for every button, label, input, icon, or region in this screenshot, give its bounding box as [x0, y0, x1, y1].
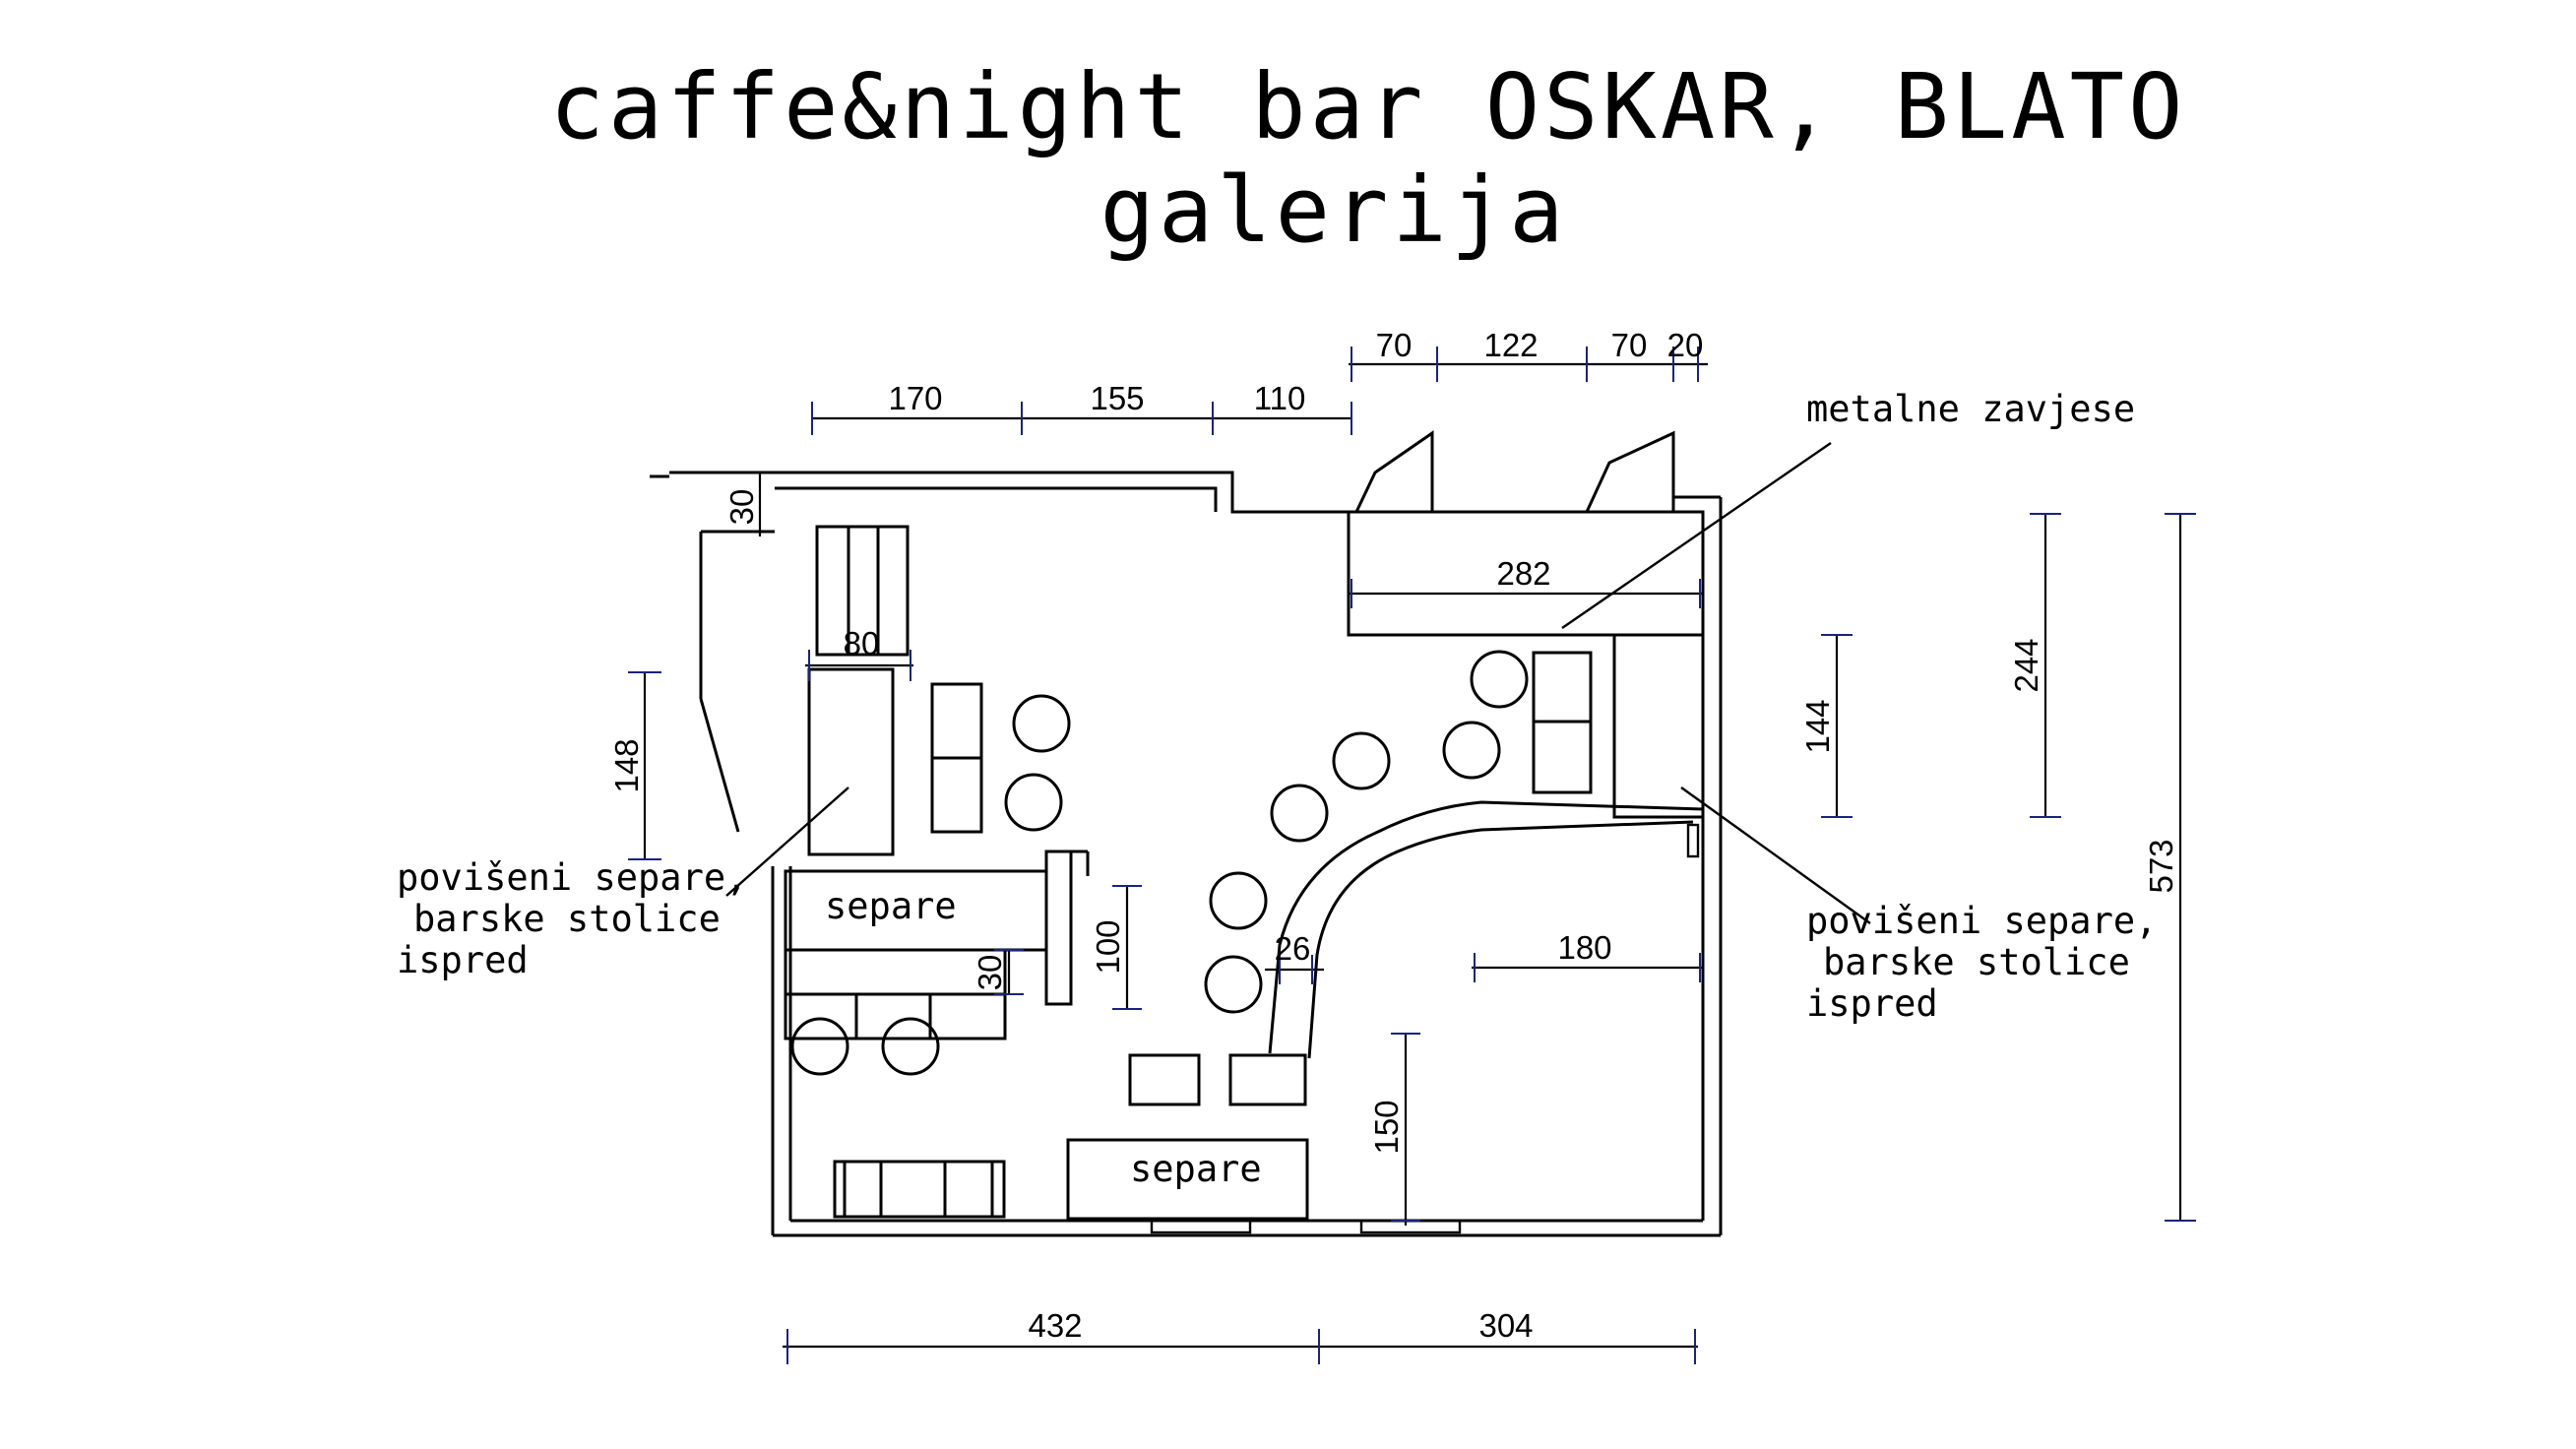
walls [650, 430, 1723, 1237]
bar-counter [1204, 510, 1705, 1059]
dim-110: 110 [1254, 380, 1306, 416]
dim-150: 150 [1368, 1100, 1405, 1154]
plan-subtitle: galerija [1100, 158, 1567, 263]
dim-170: 170 [888, 380, 942, 416]
dim-30-top: 30 [723, 489, 760, 526]
right-note-line-3: ispred [1806, 982, 1938, 1025]
dim-30-mid: 30 [972, 955, 1008, 991]
dim-144: 144 [1799, 699, 1836, 753]
dim-70b: 70 [1611, 327, 1648, 363]
left-note-line-3: ispred [397, 939, 529, 981]
dim-70a: 70 [1376, 327, 1413, 363]
left-note-line-2: barske stolice [413, 898, 721, 940]
dim-282: 282 [1496, 555, 1550, 592]
dim-20: 20 [1667, 327, 1704, 363]
right-note-line-2: barske stolice [1823, 941, 2130, 983]
dimension-values: 170 155 110 70 122 70 20 30 80 148 282 1… [608, 327, 2179, 1344]
dim-148: 148 [608, 738, 645, 792]
dim-432: 432 [1028, 1307, 1082, 1344]
dim-100: 100 [1090, 919, 1126, 974]
separe-label-lower: separe [1130, 1148, 1262, 1190]
left-furniture [784, 525, 1309, 1221]
dim-304: 304 [1478, 1307, 1533, 1344]
metal-curtains-label: metalne zavjese [1806, 388, 2135, 430]
left-note: povišeni separe, barske stolice ispred [397, 787, 849, 981]
dim-244: 244 [2008, 638, 2044, 692]
dim-155: 155 [1090, 380, 1144, 416]
left-note-line-1: povišeni separe, [397, 856, 747, 899]
dim-122: 122 [1483, 327, 1538, 363]
right-note: povišeni separe, barske stolice ispred [1680, 787, 2157, 1025]
dim-80: 80 [844, 625, 880, 662]
right-note-line-1: povišeni separe, [1806, 900, 2157, 942]
plan-title: caffe&night bar OSKAR, BLATO [550, 54, 2187, 159]
dim-573: 573 [2143, 839, 2179, 893]
dimension-lines [628, 346, 2196, 1364]
separe-label-upper: separe [825, 885, 957, 927]
dim-26: 26 [1275, 930, 1311, 967]
dim-180: 180 [1557, 929, 1611, 966]
